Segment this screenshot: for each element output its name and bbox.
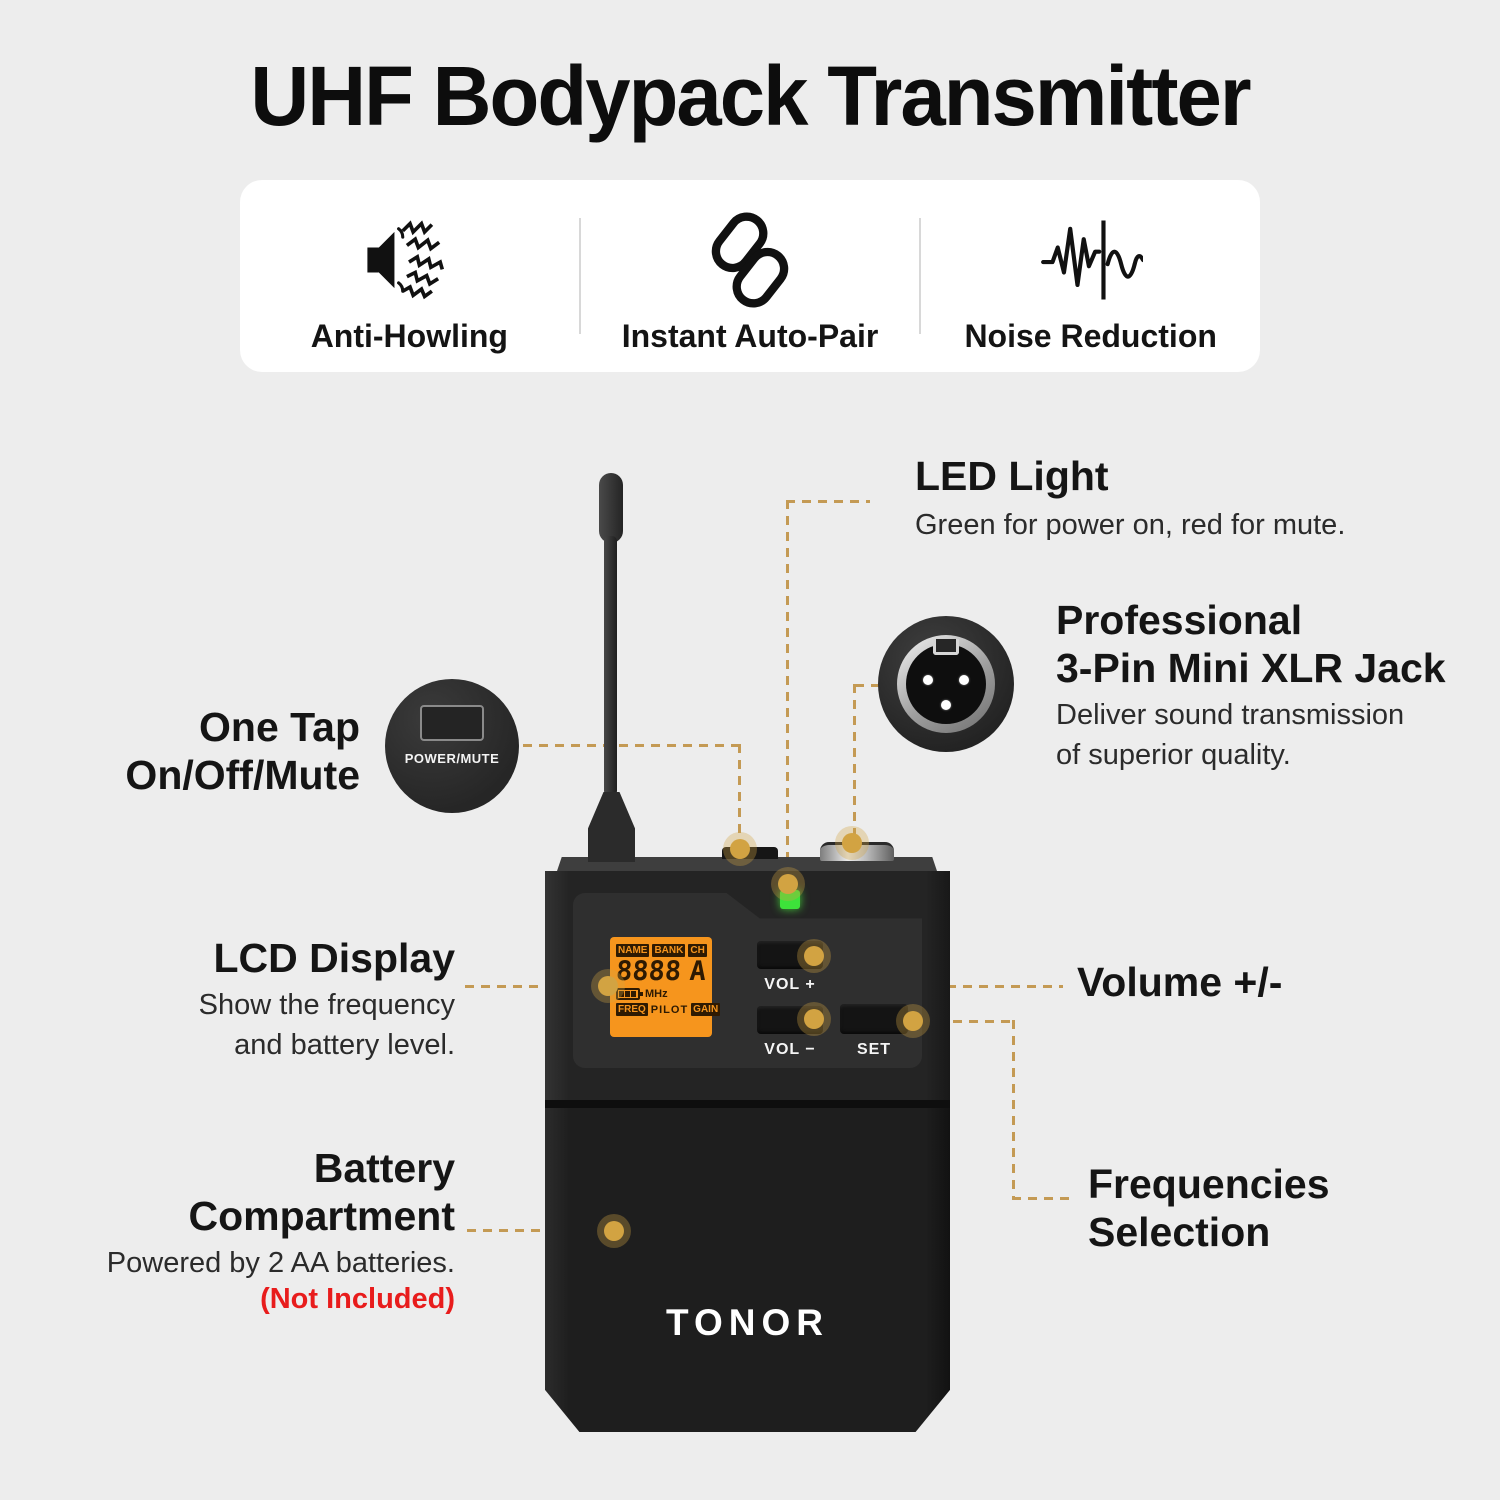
noise-wave-icon [1039,206,1143,314]
xlr-callout-line [853,684,856,836]
feature-anti-howling: Anti-Howling [240,180,579,372]
callout-xlr-title: Professional [1056,597,1303,643]
feature-auto-pair: Instant Auto-Pair [581,180,920,372]
callout-led: LED Light Green for power on, red for mu… [915,452,1345,542]
callout-volume: Volume +/- [1077,958,1282,1006]
set-callout-line [921,1020,1015,1023]
callout-battery-desc: Powered by 2 AA batteries. [106,1247,455,1279]
led-callout-line [786,500,789,876]
page-title: UHF Bodypack Transmitter [250,49,1251,143]
led-indicator [780,890,800,909]
lcd-bottom-tags: FREQ PILOT GAIN [616,1003,721,1016]
antenna-cap [599,473,623,543]
callout-lcd: LCD Display Show the frequency and batte… [199,934,455,1062]
lcd-tag-bank: BANK [652,944,686,957]
lcd-digits: 8888 A [614,956,708,987]
battery-compartment [545,1108,950,1432]
lcd-display: NAME BANK CH 8888 A MHz FREQ PILOT GAIN [610,937,721,1037]
feature-card: Anti-Howling Instant Auto-Pair Noise Re [240,180,1260,372]
callout-xlr-desc: of superior quality. [1056,739,1291,771]
callout-xlr: Professional 3-Pin Mini XLR Jack Deliver… [1056,596,1446,772]
callout-one-tap-title: On/Off/Mute [125,752,360,798]
xlr-pin [959,675,969,685]
brand-logo: TONOR [666,1302,829,1343]
lcd-channel: A [688,956,708,987]
xlr-pin [923,675,933,685]
card-divider [919,218,922,334]
battery-anchor-dot [604,1221,624,1241]
lcd-tag-freq: FREQ [616,1003,648,1016]
power-mute-button-closeup [420,705,484,741]
callout-one-tap: One Tap On/Off/Mute [125,703,360,799]
callout-frequencies-title: Selection [1088,1209,1271,1255]
xlr-socket [906,644,986,724]
battery-callout-line [467,1229,607,1232]
callout-lcd-desc: Show the frequency [198,989,455,1021]
callout-lcd-title: LCD Display [213,935,456,981]
set-callout-line [1012,1020,1015,1200]
vol-down-anchor-dot [804,1009,824,1029]
lcd-tag-gain: GAIN [691,1003,721,1016]
callout-frequencies: Frequencies Selection [1088,1160,1330,1256]
callout-frequencies-title: Frequencies [1088,1161,1330,1207]
xlr-zoom-circle [878,616,1014,752]
vol-down-label: VOL − [764,1041,816,1058]
power-callout-line [523,744,741,747]
callout-battery-title: Compartment [188,1193,455,1239]
led-callout-line [786,500,870,503]
device-seam [545,1100,950,1108]
led-anchor-dot [778,874,798,894]
lcd-anchor-dot [598,976,618,996]
callout-volume-title: Volume +/- [1077,959,1283,1005]
xlr-pin [941,700,951,710]
feature-label: Instant Auto-Pair [621,317,879,354]
xlr-callout-line [855,684,883,687]
feature-noise-reduction: Noise Reduction [921,180,1260,372]
feature-label: Anti-Howling [310,317,508,354]
set-callout-line [1012,1197,1072,1200]
card-divider [578,218,581,334]
lcd-battery-row: MHz [616,988,706,1000]
lcd-tag-pilot: PILOT [650,1003,689,1016]
anti-howling-icon [357,206,461,314]
antenna-rod [604,536,617,796]
device-top-face [556,857,938,874]
power-anchor-dot [730,839,750,859]
vol-up-anchor-dot [804,946,824,966]
callout-led-desc: Green for power on, red for mute. [915,509,1346,541]
xlr-notch [933,639,959,655]
callout-battery: Battery Compartment Powered by 2 AA batt… [107,1144,455,1316]
lcd-top-tags: NAME BANK CH [616,944,707,957]
callout-xlr-desc: Deliver sound transmission [1056,699,1405,731]
callout-lcd-desc: and battery level. [234,1029,455,1061]
chain-link-icon [698,206,802,314]
lcd-tag-ch: CH [688,944,707,957]
set-anchor-dot [903,1011,923,1031]
lcd-unit: MHz [645,988,668,1000]
callout-led-title: LED Light [915,453,1109,499]
set-button [840,1004,908,1034]
vol-up-label: VOL + [764,976,816,993]
lcd-tag-name: NAME [616,944,650,957]
power-mute-label: POWER/MUTE [404,751,500,766]
battery-level-icon [616,988,643,1000]
power-callout-line [738,744,741,844]
lcd-frequency-digits: 8888 [614,956,683,987]
xlr-anchor-dot [842,833,862,853]
callout-xlr-title: 3-Pin Mini XLR Jack [1056,645,1446,691]
callout-battery-note: (Not Included) [260,1283,455,1315]
feature-label: Noise Reduction [964,317,1217,354]
set-label: SET [856,1041,892,1058]
power-mute-zoom-circle: POWER/MUTE [385,679,519,813]
lcd-callout-line [465,985,603,988]
callout-one-tap-title: One Tap [199,704,360,750]
antenna-base [588,792,635,862]
callout-battery-title: Battery [313,1145,455,1191]
